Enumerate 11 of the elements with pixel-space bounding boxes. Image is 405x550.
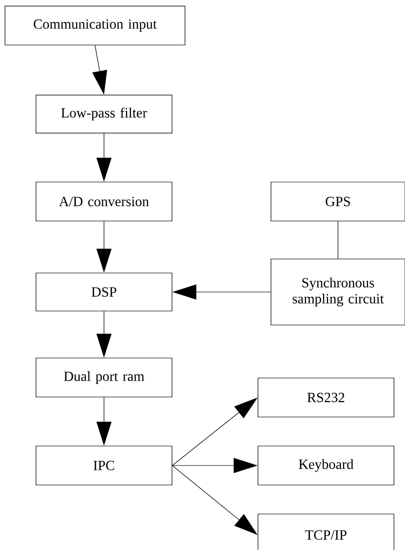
process-box: GPS	[270, 182, 405, 222]
process-box: RS232	[258, 378, 394, 418]
process-box: DSP	[36, 272, 172, 312]
process-box: Keyboard	[258, 446, 394, 486]
process-box: Dual port ram	[36, 358, 172, 398]
process-box: Synchronous sampling circuit	[270, 258, 405, 326]
process-box: IPC	[36, 446, 172, 486]
process-box: A/D conversion	[36, 182, 172, 222]
process-box: TCP/IP	[258, 514, 394, 550]
process-box: Communication input	[4, 6, 186, 46]
process-box: Low-pass filter	[36, 94, 172, 134]
